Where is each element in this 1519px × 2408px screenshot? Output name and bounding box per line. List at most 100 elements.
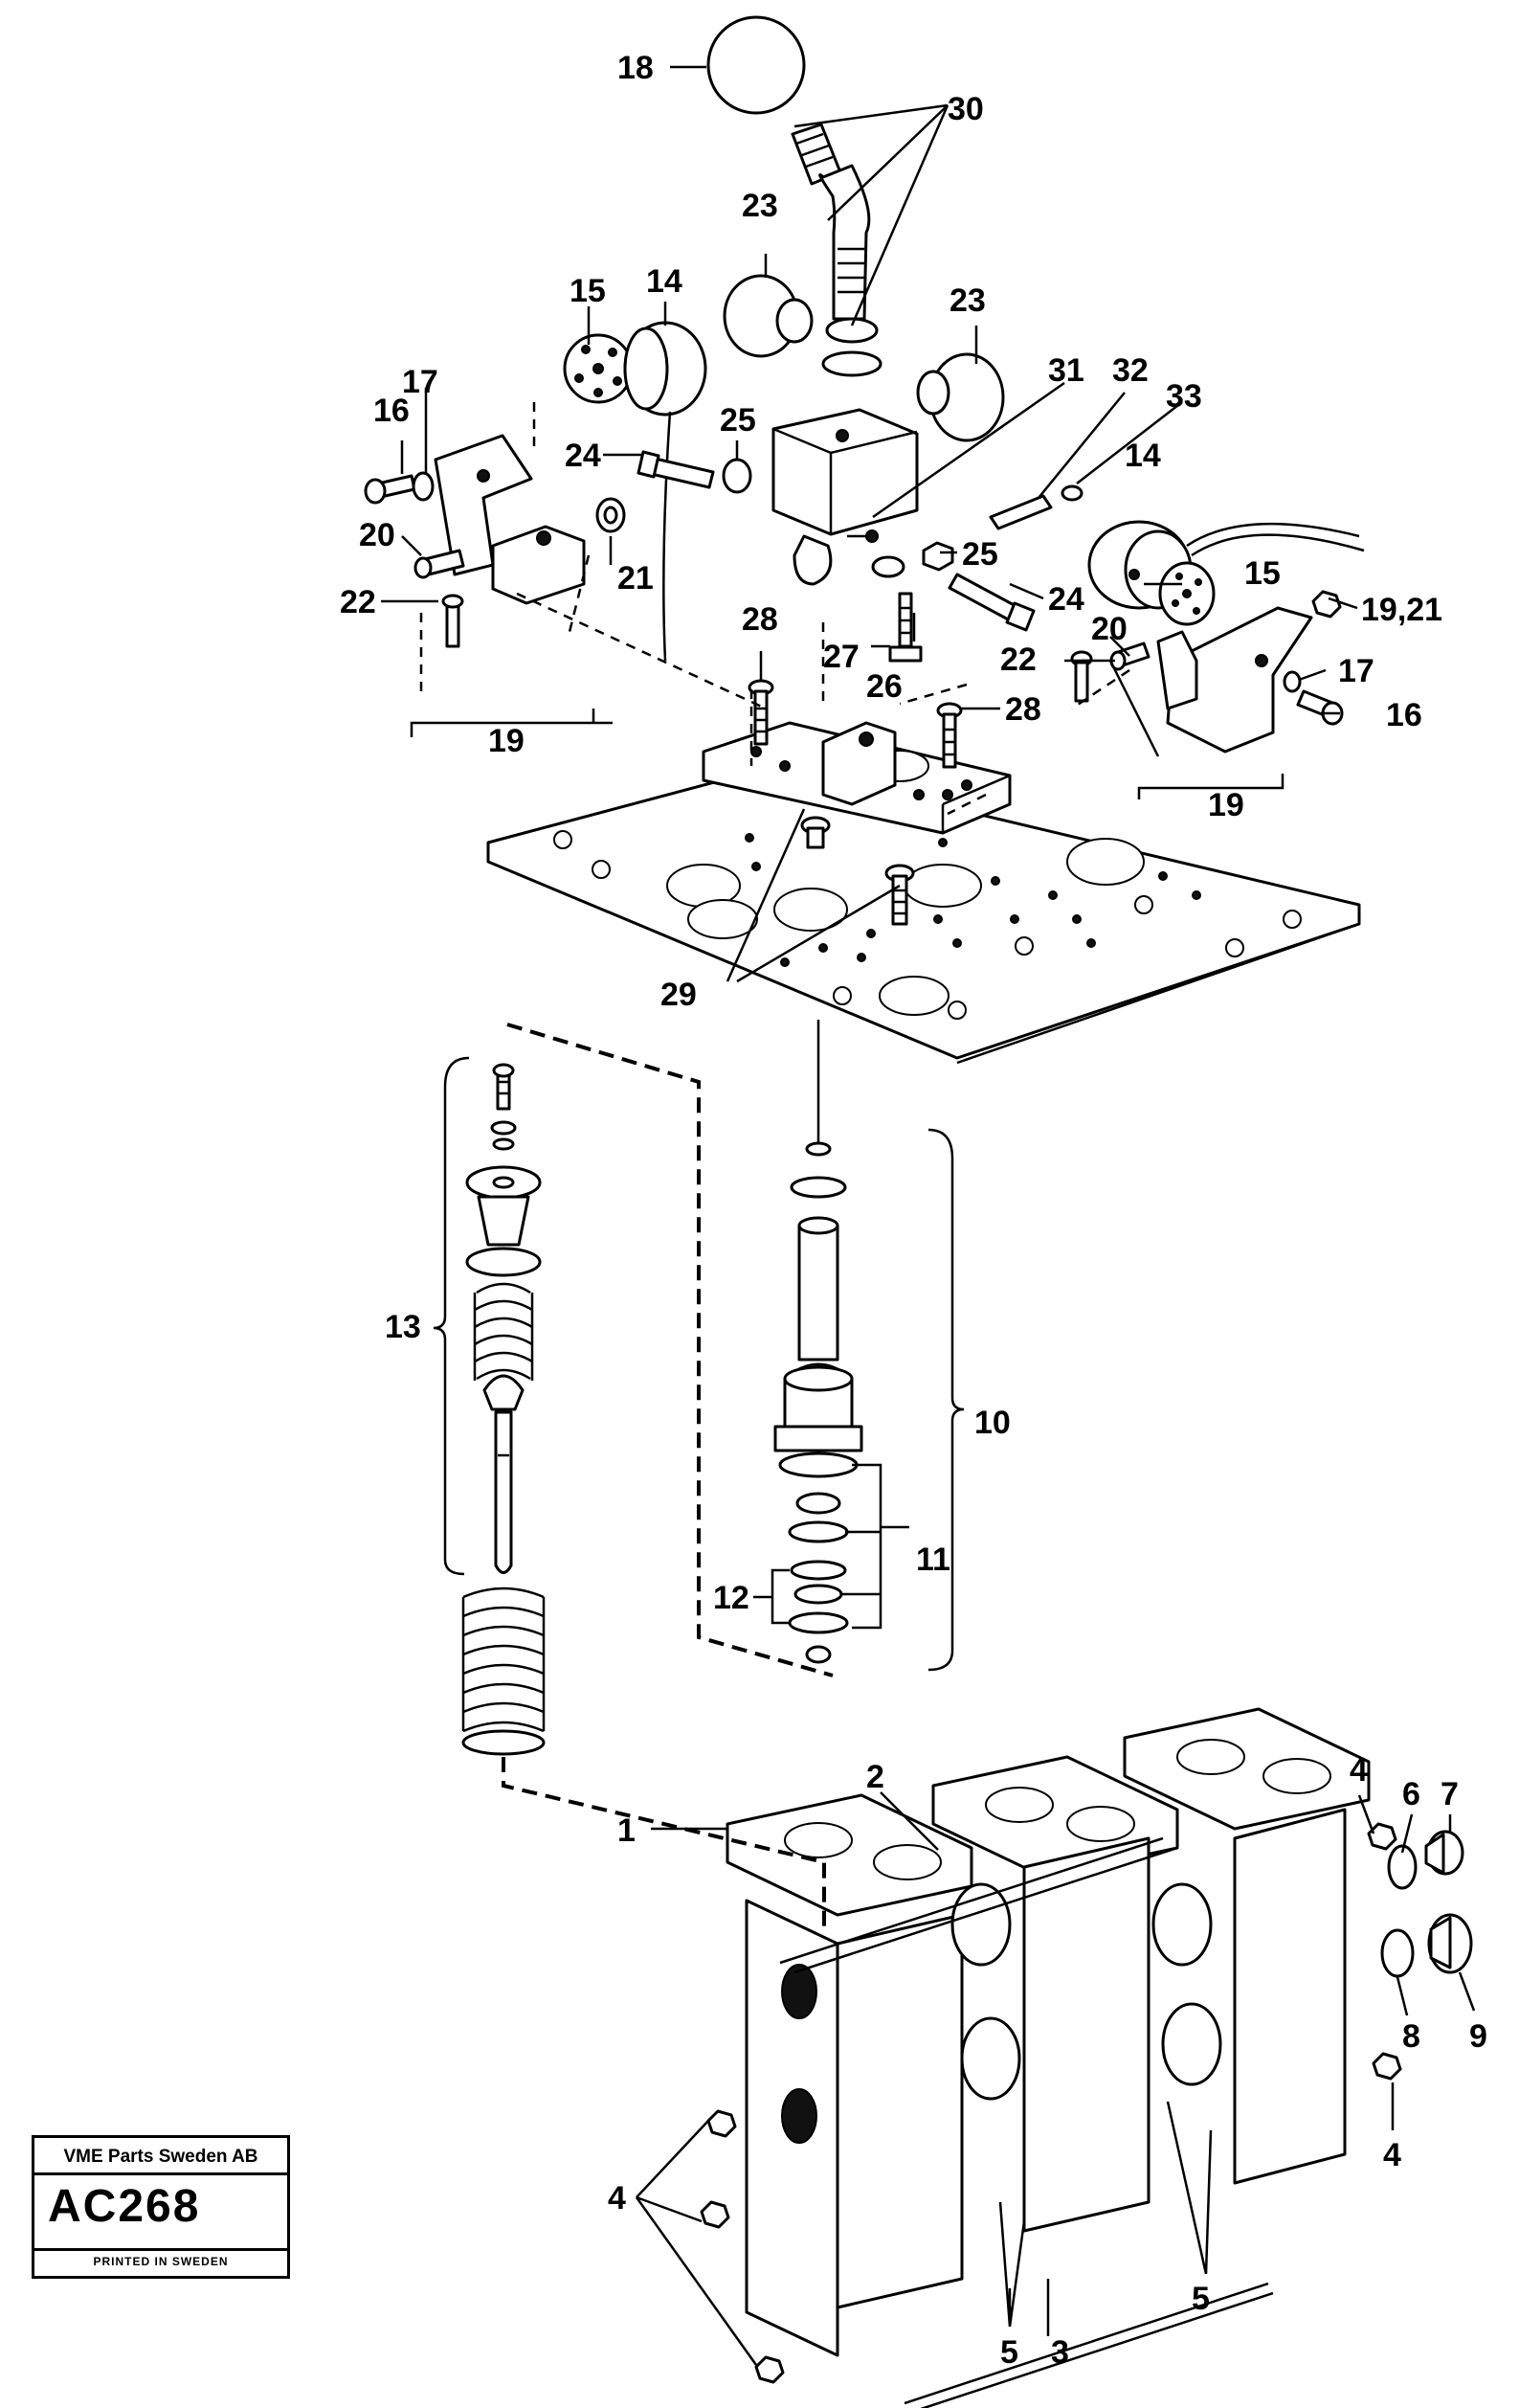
return-spring — [461, 1587, 546, 1756]
washer-17-left — [412, 471, 435, 502]
pin-20-right — [1109, 641, 1150, 671]
tie-rods-3 — [779, 1836, 1274, 2408]
nut-21-left — [595, 497, 626, 533]
label-27: 27 — [823, 639, 860, 675]
cover-15-right — [1158, 561, 1216, 626]
label-1: 1 — [617, 1812, 636, 1849]
label-2: 2 — [866, 1759, 884, 1795]
label-1921: 19,21 — [1361, 592, 1442, 628]
screw-22-right — [1070, 650, 1093, 703]
dash-lines-upper — [419, 402, 1130, 816]
plug-9 — [1427, 1913, 1473, 1974]
valve-section-1 — [726, 1793, 973, 2357]
label-26: 26 — [866, 668, 903, 705]
knob-18 — [706, 15, 806, 115]
label-4c: 4 — [608, 2180, 626, 2217]
bolt-24-center — [948, 573, 1036, 632]
label-14a: 14 — [646, 263, 682, 300]
label-23a: 23 — [742, 188, 778, 224]
label-20a: 20 — [359, 517, 395, 553]
label-7: 7 — [1441, 1776, 1459, 1812]
label-16b: 16 — [1386, 697, 1422, 733]
label-11: 11 — [916, 1542, 950, 1578]
label-17a: 17 — [402, 364, 438, 400]
nuts-4 — [700, 1822, 1402, 2384]
washer-17-right — [1283, 670, 1302, 693]
label-16a: 16 — [373, 393, 410, 429]
label-28a: 28 — [742, 601, 778, 638]
label-4a: 4 — [1350, 1752, 1368, 1789]
screws-29 — [800, 816, 915, 926]
label-28b: 28 — [1005, 691, 1041, 728]
label-5a: 5 — [1192, 2281, 1210, 2317]
pin-20-left — [413, 549, 465, 579]
seal-6 — [1387, 1844, 1418, 1890]
base-plate — [486, 764, 1361, 1065]
label-24a: 24 — [565, 438, 601, 474]
bolt-24-left — [637, 450, 715, 489]
label-8: 8 — [1402, 2018, 1420, 2055]
cover-15-left — [563, 333, 634, 404]
label-4b: 4 — [1383, 2137, 1401, 2173]
nut-25-left — [722, 458, 752, 494]
label-12: 12 — [713, 1580, 749, 1616]
bracket-19-right — [1156, 606, 1313, 754]
leader-lines — [381, 65, 1476, 2366]
label-25a: 25 — [720, 402, 756, 439]
nut-19-21-right — [1311, 590, 1342, 619]
plug-7 — [1424, 1830, 1464, 1876]
label-32: 32 — [1112, 352, 1149, 389]
label-13: 13 — [385, 1309, 421, 1345]
label-20b: 20 — [1091, 611, 1128, 647]
bolt-26-27 — [871, 555, 923, 663]
label-5b: 5 — [1000, 2334, 1018, 2371]
screw-16-left — [364, 474, 416, 505]
label-15a: 15 — [570, 273, 606, 309]
pin-32 — [989, 494, 1053, 530]
label-6: 6 — [1402, 1776, 1420, 1812]
plunger-assembly-10 — [753, 1020, 909, 1664]
stamp-code: AC268 — [48, 2181, 201, 2232]
screw-22-left — [441, 594, 464, 648]
label-30: 30 — [948, 91, 984, 127]
label-19a: 19 — [488, 723, 525, 759]
label-22a: 22 — [340, 584, 376, 620]
label-25b: 25 — [962, 536, 998, 573]
label-3: 3 — [1051, 2334, 1069, 2371]
lever-housing-31 — [771, 408, 919, 586]
screw-28-right — [936, 702, 963, 769]
stamp-company: VME Parts Sweden AB — [34, 2142, 287, 2175]
washer-33 — [1061, 484, 1083, 502]
label-22b: 22 — [1000, 641, 1037, 678]
label-10: 10 — [974, 1405, 1011, 1441]
label-33: 33 — [1166, 378, 1202, 415]
label-14b: 14 — [1125, 438, 1161, 474]
nut-25-center — [922, 541, 954, 572]
cap-23-right — [916, 352, 1005, 442]
bracket-13 — [433, 1056, 470, 1576]
label-9: 9 — [1469, 2018, 1487, 2055]
screw-16-right — [1296, 689, 1344, 726]
dash-line-spring — [502, 1023, 834, 1929]
bracket-19-left — [434, 434, 586, 605]
valve-section-2 — [931, 1755, 1179, 2233]
cap-23-left — [723, 274, 814, 358]
label-19b: 19 — [1208, 787, 1244, 823]
valve-section-3 — [1123, 1707, 1371, 2185]
label-21: 21 — [617, 560, 654, 596]
label-15b: 15 — [1244, 555, 1281, 592]
bracket-19-left-brace — [410, 709, 613, 737]
label-31: 31 — [1048, 352, 1084, 389]
plug-14-left — [623, 321, 707, 662]
title-stamp: VME Parts Sweden AB AC268 PRINTED IN SWE… — [32, 2135, 290, 2279]
mounting-plate — [702, 721, 1012, 835]
stamp-printed: PRINTED IN SWEDEN — [34, 2248, 287, 2270]
lever-sleeve-30 — [791, 123, 882, 377]
label-29: 29 — [660, 977, 697, 1013]
label-24b: 24 — [1048, 581, 1084, 618]
bracket-10 — [927, 1128, 965, 1672]
label-23b: 23 — [949, 282, 986, 319]
seal-8 — [1380, 1928, 1415, 1978]
spring-assembly-13 — [465, 1063, 542, 1574]
